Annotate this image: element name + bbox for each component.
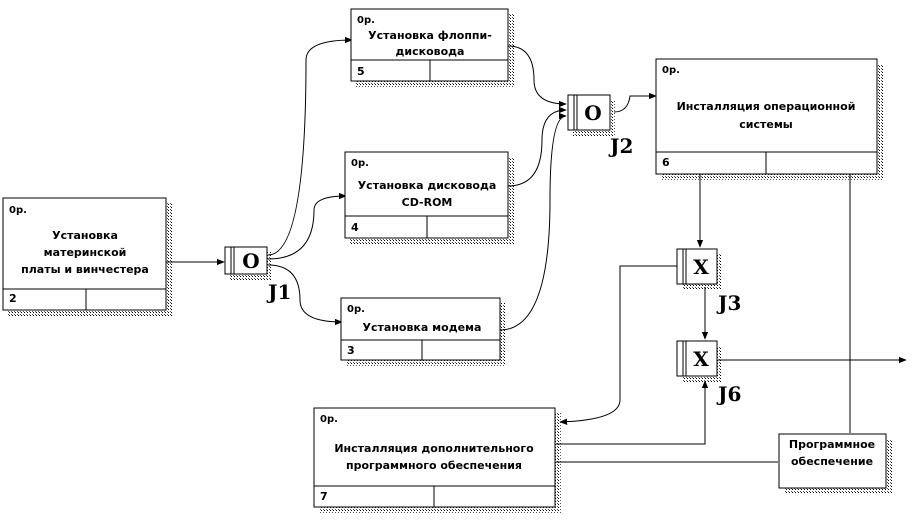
resource-object[interactable]: Программное обеспечение (778, 433, 887, 489)
node-title-line: системы (739, 118, 793, 131)
node-number: 4 (351, 221, 359, 234)
node-title-line: Установка дисковода (358, 179, 497, 192)
process-box-7[interactable]: 0р. Инсталляция дополнительного программ… (313, 407, 556, 508)
junction-symbol: X (693, 347, 709, 371)
node-title-line: Установка модема (363, 321, 482, 334)
process-box-4[interactable]: 0р. Установка дисковода CD-ROM 4 (344, 151, 509, 239)
node-code: 0р. (347, 304, 365, 315)
arrow-n7-to-j6 (556, 380, 709, 445)
node-title-line: материнской (44, 246, 127, 259)
node-title-line: дисковода (396, 45, 465, 58)
node-number: 2 (9, 292, 17, 305)
junction-symbol: X (693, 255, 709, 279)
junction-label: J2 (608, 134, 633, 158)
arrow-j3-to-n7 (559, 265, 677, 425)
junction-j2[interactable]: O J2 (567, 94, 633, 158)
arrow-n5-to-j2 (507, 45, 567, 108)
arrow-n4-to-j2 (507, 106, 567, 187)
arrow-j1-to-n3 (267, 264, 343, 326)
process-box-5[interactable]: 0р. Установка флоппи- дисковода 5 (350, 8, 509, 82)
arrow-j2-to-n6 (613, 92, 657, 113)
node-title-line: CD-ROM (402, 196, 453, 209)
node-number: 3 (347, 344, 355, 357)
junction-j6[interactable]: X J6 (676, 340, 741, 406)
node-code: 0р. (357, 15, 375, 26)
junction-label: J6 (716, 382, 741, 406)
junction-label: J1 (266, 280, 291, 304)
resource-title-line: обеспечение (791, 455, 873, 468)
junction-j1[interactable]: O J1 (224, 246, 291, 304)
node-code: 0р. (351, 158, 369, 169)
junction-symbol: O (242, 249, 259, 273)
node-number: 6 (662, 156, 670, 169)
node-number: 7 (320, 490, 328, 503)
resource-title-line: Программное (789, 438, 875, 451)
junction-label: J3 (716, 291, 741, 315)
process-box-6[interactable]: 0р. Инсталляция операционной системы 6 (655, 58, 878, 175)
node-title-line: Установка (52, 229, 118, 242)
node-title-line: Инсталляция дополнительного (334, 442, 534, 455)
node-code: 0р. (9, 205, 27, 216)
process-box-3[interactable]: 0р. Установка модема 3 (340, 297, 501, 361)
node-code: 0р. (662, 65, 680, 76)
junction-symbol: O (584, 101, 601, 125)
process-box-2[interactable]: 0р. Установка материнской платы и винчес… (2, 197, 167, 311)
node-title-line: платы и винчестера (21, 263, 149, 276)
junction-j3[interactable]: X J3 (676, 248, 741, 315)
node-code: 0р. (320, 414, 338, 425)
connectors (166, 36, 907, 463)
arrow-j1-to-n5 (267, 36, 353, 256)
arrow-n3-to-j2 (499, 112, 567, 331)
node-title-line: Инсталляция операционной (677, 100, 856, 113)
node-title-line: программного обеспечения (346, 459, 522, 472)
arrow-j1-to-n4 (267, 192, 347, 260)
node-title-line: Установка флоппи- (368, 29, 492, 42)
node-number: 5 (357, 65, 365, 78)
